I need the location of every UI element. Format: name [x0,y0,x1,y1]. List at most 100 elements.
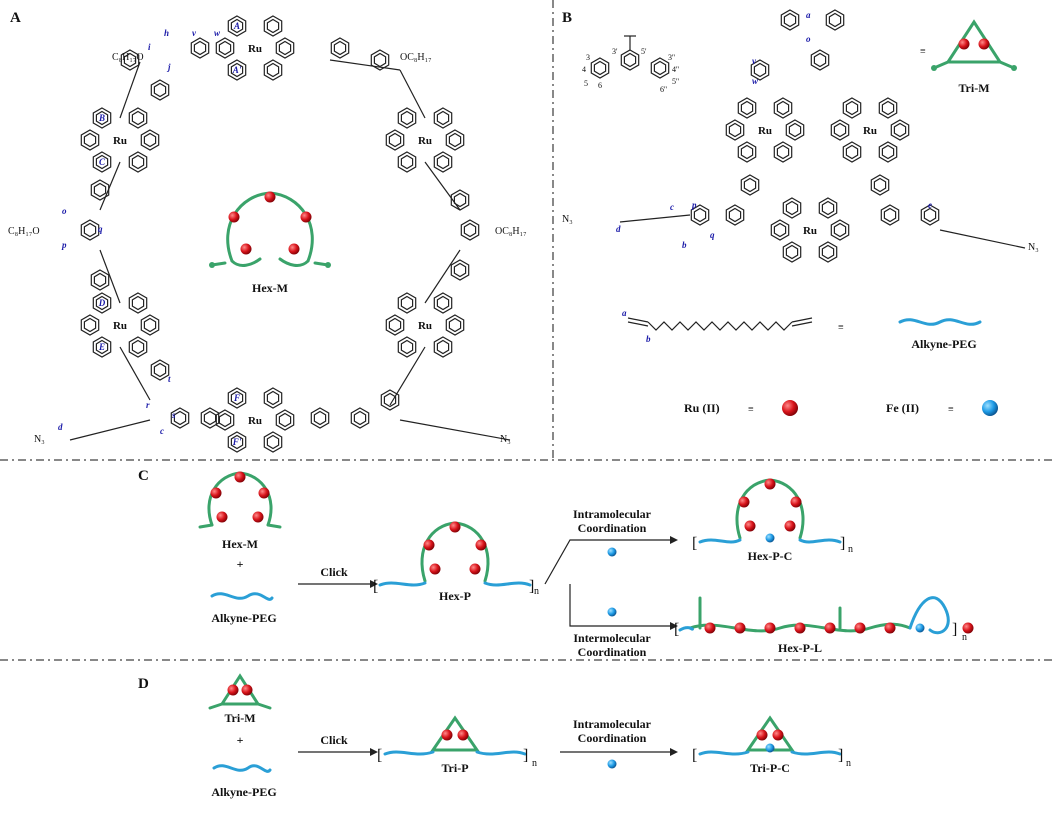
atom-p: p [61,240,67,250]
atom-o-b: o [806,34,811,44]
svg-text:]: ] [523,747,528,764]
octyl-label-top-right: OC₈H₁₇ [400,52,432,63]
d-alkyne-label: Alkyne-PEG [211,785,276,799]
d-n-trip: n [532,758,537,769]
svg-text:[: [ [373,578,378,595]
aromatic-ring [310,407,330,429]
ru-center: Ru [803,225,817,237]
aromatic-ring [878,141,898,163]
bond [389,346,426,406]
aromatic-ring [725,119,745,141]
atom-v-b: v [752,56,757,66]
aromatic-ring [460,219,480,241]
bond [99,249,121,304]
c-hex-pc-cartoon: [] [692,478,845,552]
aromatic-ring [773,141,793,163]
bond [119,61,141,119]
svg-text:]: ] [838,747,843,764]
c-alkyne-label: Alkyne-PEG [211,611,276,625]
aromatic-ring [818,197,838,219]
azide-right: N₃ [500,434,511,445]
aromatic-ring [450,259,470,281]
ru-center: Ru [248,43,262,55]
aromatic-ring [810,49,830,71]
terpy-3: 3 [586,53,590,62]
atom-q-b: q [710,230,715,240]
c-n-hexpc: n [848,544,853,555]
c-peg-cartoon [210,592,274,601]
aromatic-ring [818,241,838,263]
ru-legend-ball [782,400,798,416]
atom-c-b: c [670,202,674,212]
aromatic-ring [880,204,900,226]
d-tri-pc-cartoon: [] [692,715,843,764]
aromatic-ring [842,97,862,119]
c-hex-p-cartoon: [] [373,521,534,595]
aromatic-ring [450,189,470,211]
atom-j: j [166,62,171,72]
d-plus: + [237,733,244,747]
aromatic-ring [200,407,220,429]
ring-label: A [233,21,240,31]
aromatic-ring [90,269,110,291]
panel-label-d: D [138,676,149,692]
octyl-label-left: C₈H₁₇O [8,226,40,237]
aromatic-ring [830,119,850,141]
ru-center: Ru [113,135,127,147]
methoxy-e: e [928,200,932,210]
c-hex-pl-label: Hex-P-L [778,641,822,655]
aromatic-ring [397,107,417,129]
aromatic-ring [263,431,283,453]
d-tri-pc-label: Tri-P-C [750,761,790,775]
c-n-hexpl: n [962,632,967,643]
d-n-tripc: n [846,758,851,769]
aromatic-ring [830,219,850,241]
aromatic-ring [275,37,295,59]
aromatic-ring [890,119,910,141]
aromatic-ring [275,409,295,431]
ru-center: Ru [113,320,127,332]
c-hex-m-cartoon [198,471,282,529]
c-fe-intra [607,547,617,557]
peg-b: b [646,334,651,344]
c-inter-1: Intermolecular [573,631,651,645]
aromatic-ring [215,37,235,59]
svg-text:[: [ [674,621,679,638]
d-intra-arrowhead [670,748,678,756]
atom-o: o [62,206,67,216]
aromatic-ring [825,9,845,31]
aromatic-ring [842,141,862,163]
ru-center: Ru [863,125,877,137]
c-fe-inter [607,607,617,617]
atom-r: r [146,400,150,410]
ru-center: Ru [758,125,772,137]
alkyne-peg-label: Alkyne-PEG [911,337,976,351]
fe-legend-label: Fe (II) [886,401,919,415]
ring-label: A' [232,65,242,75]
aromatic-ring [878,97,898,119]
atom-q: q [98,224,103,234]
methoxy-a: a [806,10,811,20]
azide-b-left: N₃ [562,214,573,225]
c-arrow-inter-head [670,622,678,630]
bond [619,214,691,223]
octyl-label-right: OC₈H₁₇ [495,226,527,237]
terpy-5p: 5' [641,47,647,56]
d-tri-m-label: Tri-M [224,711,255,725]
aromatic-ring [90,179,110,201]
ring-label: B [98,113,105,123]
c-arrow-intra-head [670,536,678,544]
ru-center: Ru [418,135,432,147]
d-fe-ball [607,759,617,769]
svg-text:[: [ [692,535,697,552]
aromatic-ring [128,107,148,129]
aromatic-ring [433,336,453,358]
aromatic-ring [770,219,790,241]
aromatic-ring [128,292,148,314]
aromatic-ring [445,129,465,151]
d-click-arrowhead [370,748,378,756]
terpy-6pp: 6'' [660,85,667,94]
aromatic-ring [385,129,405,151]
